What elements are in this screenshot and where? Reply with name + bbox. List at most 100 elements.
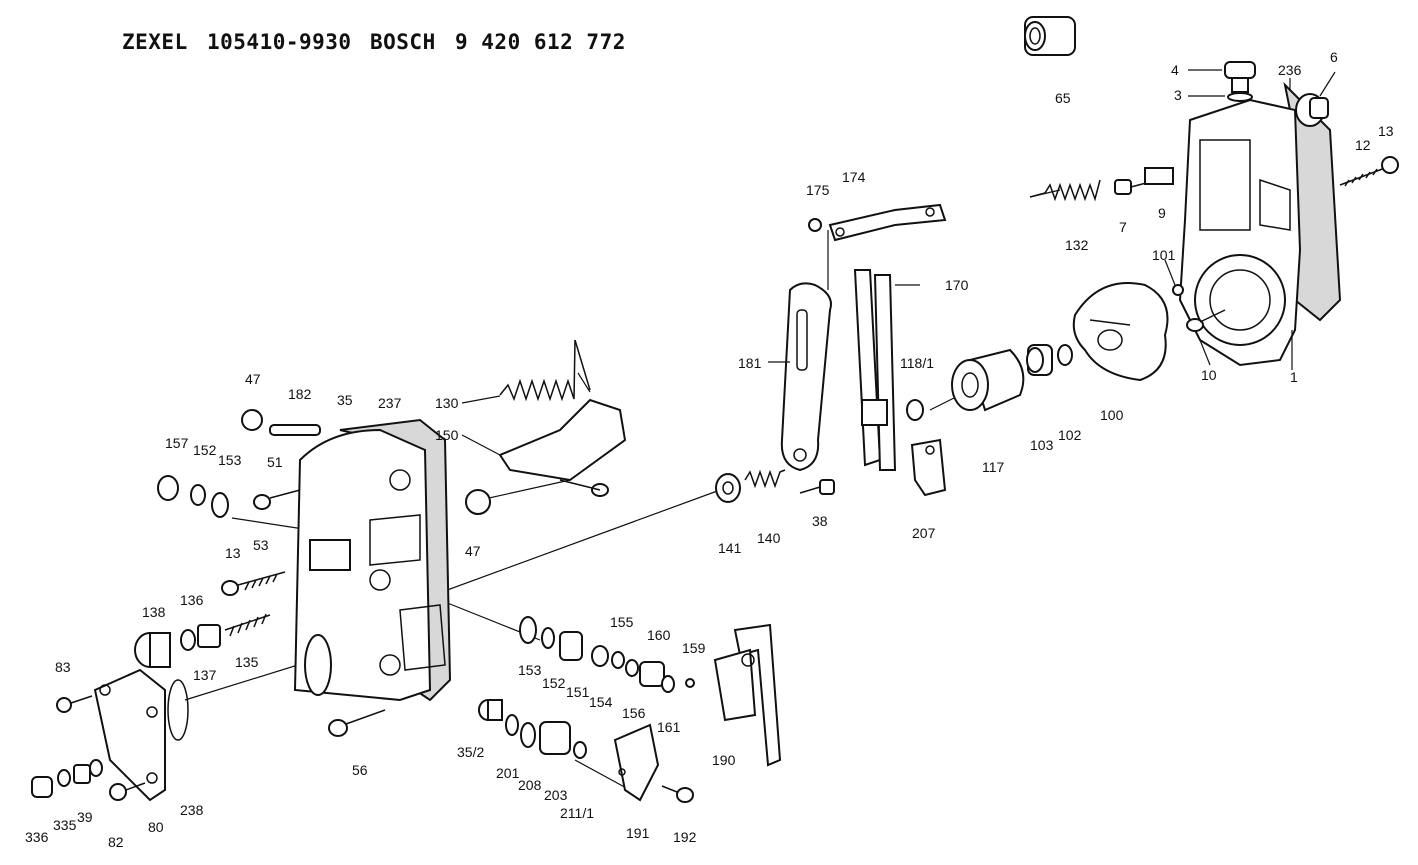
label-159: 159 (682, 640, 706, 656)
label-9: 9 (1158, 205, 1166, 221)
header-part-a: 105410-9930 (207, 30, 352, 54)
part-130-spring (499, 339, 591, 402)
label-100: 100 (1100, 407, 1124, 423)
label-3: 3 (1174, 87, 1182, 103)
part-1-governor-housing (1178, 81, 1342, 367)
label-118-1: 118/1 (900, 355, 934, 371)
label-53: 53 (253, 537, 269, 553)
part-201-ring (505, 714, 519, 736)
part-80-plate (93, 668, 166, 802)
label-65: 65 (1055, 90, 1071, 106)
part-47-screw-top (241, 409, 263, 431)
label-35-2: 35/2 (457, 744, 484, 760)
part-35-2-plug (478, 699, 503, 721)
part-335-washer (57, 769, 71, 787)
label-1: 1 (1290, 369, 1298, 385)
label-174: 174 (842, 169, 866, 185)
part-6-screw-cap (1295, 93, 1329, 127)
label-141: 141 (718, 540, 742, 556)
part-151-sleeve (559, 631, 583, 661)
part-35-cover (293, 428, 446, 702)
label-192: 192 (673, 829, 697, 845)
part-9-bracket (1144, 167, 1174, 185)
label-236: 236 (1278, 62, 1302, 78)
part-51-bolt (253, 489, 301, 510)
label-7: 7 (1119, 219, 1127, 235)
label-153-left: 153 (218, 452, 242, 468)
part-153-clip-right (519, 616, 537, 644)
label-203: 203 (544, 787, 568, 803)
part-136-washer (180, 629, 196, 651)
label-156: 156 (622, 705, 646, 721)
label-181: 181 (738, 355, 762, 371)
label-160: 160 (647, 627, 671, 643)
label-130: 130 (435, 395, 459, 411)
part-56-bolt (328, 709, 386, 737)
part-207-bracket (910, 438, 947, 497)
label-190: 190 (712, 752, 736, 768)
label-153-right: 153 (518, 662, 542, 678)
part-191-bracket (613, 723, 660, 802)
part-83-bolt (56, 695, 93, 713)
label-152-right: 152 (542, 675, 566, 691)
header-maker-a: ZEXEL (122, 30, 188, 54)
part-47-screw-mid (465, 489, 491, 515)
label-157: 157 (165, 435, 189, 451)
label-80: 80 (148, 819, 164, 835)
part-238-oring (167, 679, 189, 741)
leader-lines (461, 69, 1336, 456)
label-201: 201 (496, 765, 520, 781)
label-4: 4 (1171, 62, 1179, 78)
part-192-bolt (661, 785, 694, 803)
label-237: 237 (378, 395, 402, 411)
part-152-washer-right (541, 627, 555, 649)
part-4-plug (1224, 61, 1256, 93)
label-140: 140 (757, 530, 781, 546)
part-38-bolt (799, 479, 835, 495)
label-151: 151 (566, 684, 590, 700)
header-part-b: 9 420 612 772 (455, 30, 626, 54)
part-138-cap (134, 632, 171, 668)
label-137: 137 (193, 667, 217, 683)
label-335: 335 (53, 817, 77, 833)
label-154: 154 (589, 694, 613, 710)
label-117: 117 (982, 459, 1005, 475)
part-170-lever (853, 269, 897, 471)
part-182-pin (269, 424, 321, 436)
part-190-bracket (713, 623, 782, 767)
part-174-link (828, 203, 947, 242)
label-12: 12 (1355, 137, 1371, 153)
label-138: 138 (142, 604, 166, 620)
part-161-ring (661, 675, 675, 693)
part-153-clip-left (211, 492, 229, 518)
part-132-spring (1029, 179, 1101, 202)
label-13-top: 13 (1378, 123, 1394, 139)
part-53-screw (221, 571, 286, 596)
label-39: 39 (77, 809, 93, 825)
part-181-lever (780, 282, 832, 472)
label-10: 10 (1201, 367, 1217, 383)
label-51: 51 (267, 454, 283, 470)
label-182: 182 (288, 386, 312, 402)
label-47-mid: 47 (465, 543, 481, 559)
label-207: 207 (912, 525, 936, 541)
label-170: 170 (945, 277, 969, 293)
part-12-screw (1339, 167, 1386, 187)
part-103-sleeve (1026, 344, 1053, 376)
part-140-spring (744, 469, 786, 489)
label-211-1: 211/1 (560, 805, 594, 821)
label-13-left: 13 (225, 545, 241, 561)
part-135-screw (224, 613, 271, 637)
label-191: 191 (626, 825, 650, 841)
part-100-flyweight-assembly (1072, 282, 1169, 382)
label-102: 102 (1058, 427, 1082, 443)
part-3-washer (1227, 92, 1253, 102)
part-137-nut (197, 624, 221, 648)
label-101: 101 (1152, 247, 1176, 263)
part-154-ring (591, 645, 609, 667)
label-152-left: 152 (193, 442, 217, 458)
label-6: 6 (1330, 49, 1338, 65)
part-82-bolt (109, 782, 146, 801)
